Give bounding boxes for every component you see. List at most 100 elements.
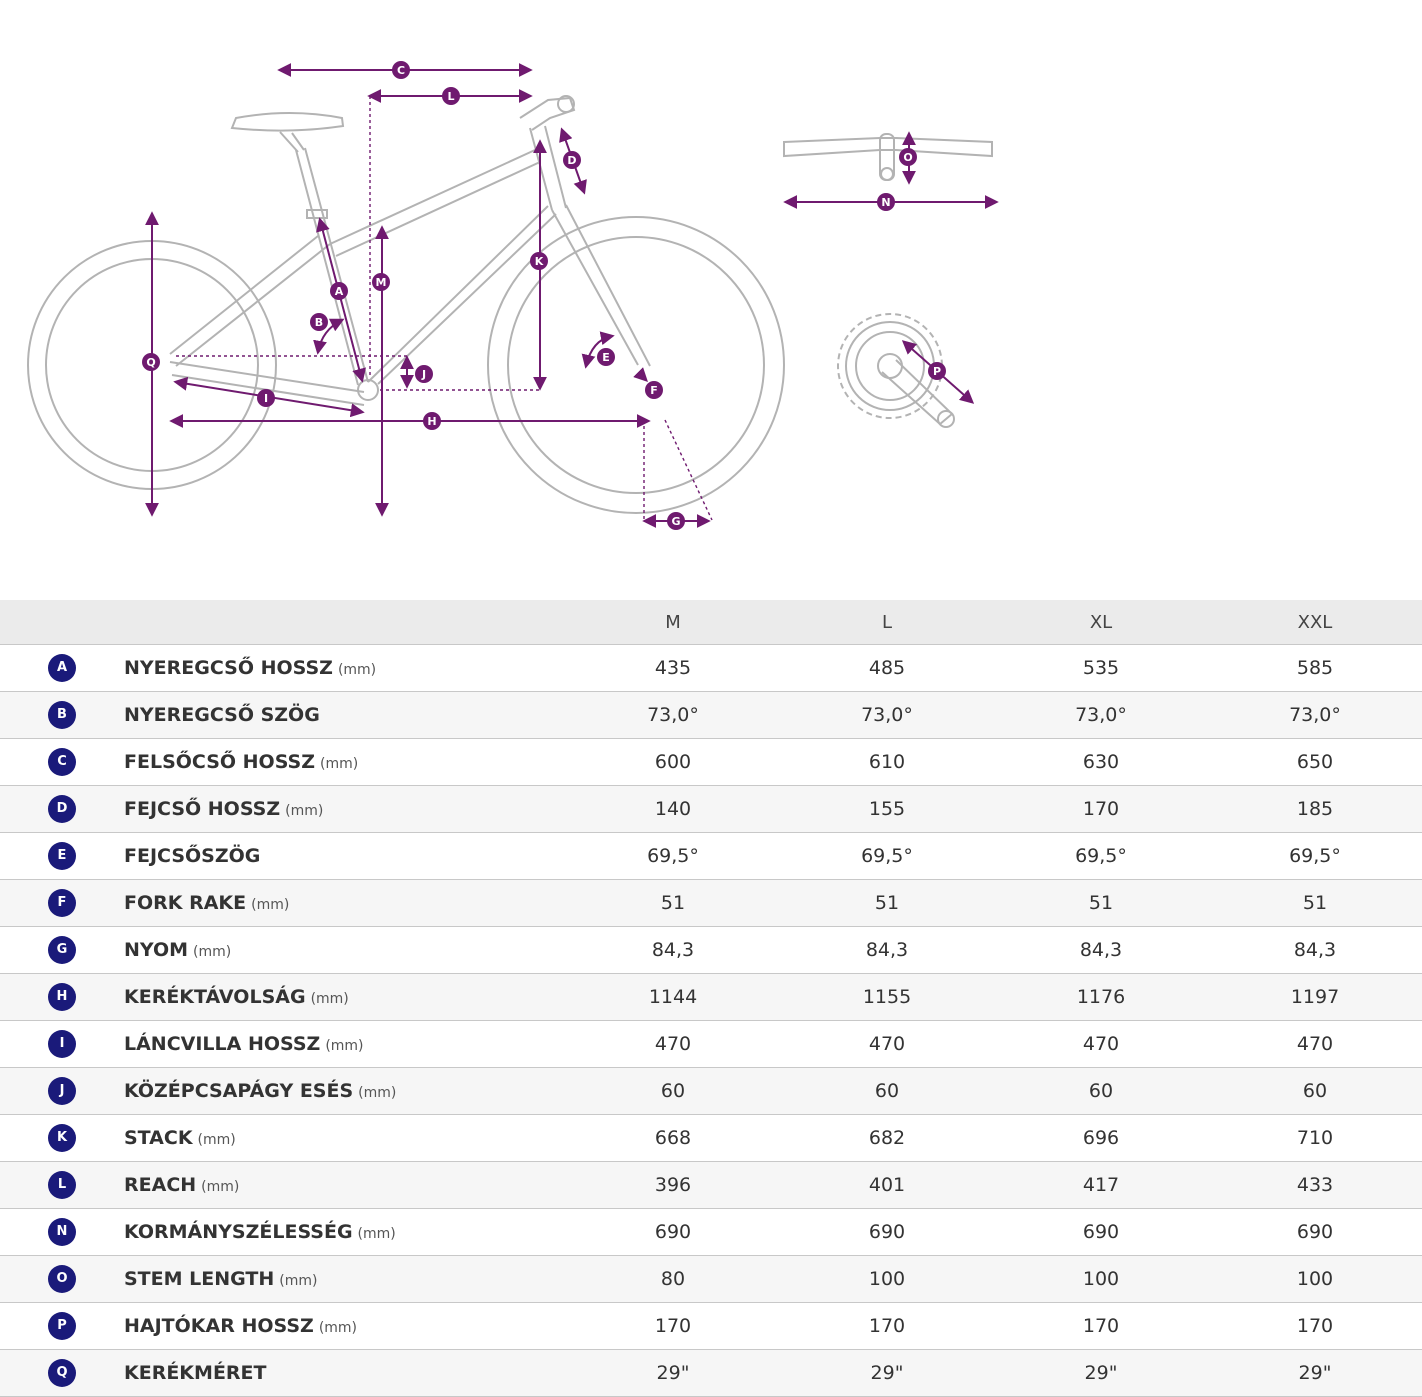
marker-letter: B (315, 316, 323, 329)
bottom-bracket (357, 379, 379, 401)
size-value: 1155 (780, 973, 994, 1021)
marker-letter: H (427, 415, 436, 428)
size-value: 84,3 (780, 926, 994, 974)
row-badge-cell: E (0, 832, 124, 880)
dimension-unit: (mm) (201, 1179, 240, 1195)
size-value: 600 (566, 738, 780, 786)
size-value: 470 (1208, 1020, 1422, 1068)
size-value: 1197 (1208, 973, 1422, 1021)
size-value: 69,5° (566, 832, 780, 880)
dimension-marker: B (310, 313, 328, 331)
fork (551, 204, 651, 367)
size-value: 140 (566, 785, 780, 833)
marker-dot (877, 193, 895, 211)
row-badge-cell: D (0, 785, 124, 833)
size-value: 29" (994, 1349, 1208, 1397)
header-empty (0, 600, 124, 645)
dimension-badge: F (48, 889, 76, 917)
size-value: 51 (566, 879, 780, 927)
marker-dot (310, 313, 328, 331)
size-value: 170 (780, 1302, 994, 1350)
marker-dot (392, 61, 410, 79)
dimension-badge: L (48, 1171, 76, 1199)
dimension-unit: (mm) (251, 897, 290, 913)
dimension-badge: H (48, 983, 76, 1011)
handlebar (783, 137, 993, 158)
size-value: 73,0° (566, 691, 780, 739)
marker-dot (330, 282, 348, 300)
front-wheel (487, 216, 785, 514)
dimension-marker: I (257, 389, 275, 407)
row-badge-cell: J (0, 1067, 124, 1115)
row-name-cell: REACH(mm) (124, 1161, 566, 1209)
row-name-cell: NYEREGCSŐ SZÖG (124, 691, 566, 739)
dimension-name: NYOM (124, 939, 189, 961)
size-value: 710 (1208, 1114, 1422, 1162)
dimension-marker: J (415, 365, 433, 383)
header-empty (124, 600, 566, 645)
size-value: 433 (1208, 1161, 1422, 1209)
dimension-badge: I (48, 1030, 76, 1058)
dimension-unit: (mm) (358, 1085, 397, 1101)
dimension-name: FEJCSŐ HOSSZ (124, 798, 281, 820)
row-name-cell: KERÉKMÉRET (124, 1349, 566, 1397)
marker-letter: M (376, 276, 387, 289)
marker-dot (597, 348, 615, 366)
size-value: 470 (994, 1020, 1208, 1068)
dimension-name: STACK (124, 1127, 193, 1149)
dimension-unit: (mm) (279, 1273, 318, 1289)
dimension-name: REACH (124, 1174, 197, 1196)
column-header-size: L (780, 600, 994, 645)
size-value: 170 (994, 785, 1208, 833)
dimension-name: KÖZÉPCSAPÁGY ESÉS (124, 1080, 354, 1102)
dimension-unit: (mm) (357, 1226, 396, 1242)
dimension-name: NYEREGCSŐ SZÖG (124, 704, 320, 726)
dimension-unit: (mm) (325, 1038, 364, 1054)
size-value: 485 (780, 644, 994, 692)
bike-outline (27, 95, 993, 514)
dimension-badge: P (48, 1312, 76, 1340)
dimension-unit: (mm) (337, 662, 377, 678)
marker-dot (530, 252, 548, 270)
marker-letter: F (650, 384, 658, 397)
marker-letter: C (397, 64, 405, 77)
dimension-name: FELSŐCSŐ HOSSZ (124, 751, 315, 773)
dimension-marker: M (372, 273, 390, 291)
dimension-unit: (mm) (197, 1132, 236, 1148)
marker-letter: G (671, 515, 680, 528)
row-name-cell: HAJTÓKAR HOSSZ(mm) (124, 1302, 566, 1350)
dimension-name: NYEREGCSŐ HOSSZ (124, 657, 333, 679)
marker-dot (667, 512, 685, 530)
size-value: 60 (780, 1067, 994, 1115)
row-badge-cell: B (0, 691, 124, 739)
marker-dot (142, 353, 160, 371)
marker-letter: I (264, 392, 268, 405)
dimension-unit: (mm) (310, 991, 349, 1007)
row-badge-cell: N (0, 1208, 124, 1256)
marker-dot (563, 151, 581, 169)
row-badge-cell: Q (0, 1349, 124, 1397)
size-value: 100 (1208, 1255, 1422, 1303)
dimension-unit: (mm) (320, 756, 359, 772)
size-value: 470 (780, 1020, 994, 1068)
dimension-marker: L (442, 87, 460, 105)
column-header-size: XXL (1208, 600, 1422, 645)
size-value: 69,5° (994, 832, 1208, 880)
size-value: 69,5° (1208, 832, 1422, 880)
dimension-name: KERÉKMÉRET (124, 1362, 267, 1384)
size-value: 696 (994, 1114, 1208, 1162)
size-value: 84,3 (1208, 926, 1422, 974)
marker-dot (423, 412, 441, 430)
row-badge-cell: C (0, 738, 124, 786)
marker-dot (372, 273, 390, 291)
row-badge-cell: H (0, 973, 124, 1021)
dimension-badge: B (48, 701, 76, 729)
dimension-badge: O (48, 1265, 76, 1293)
size-value: 630 (994, 738, 1208, 786)
